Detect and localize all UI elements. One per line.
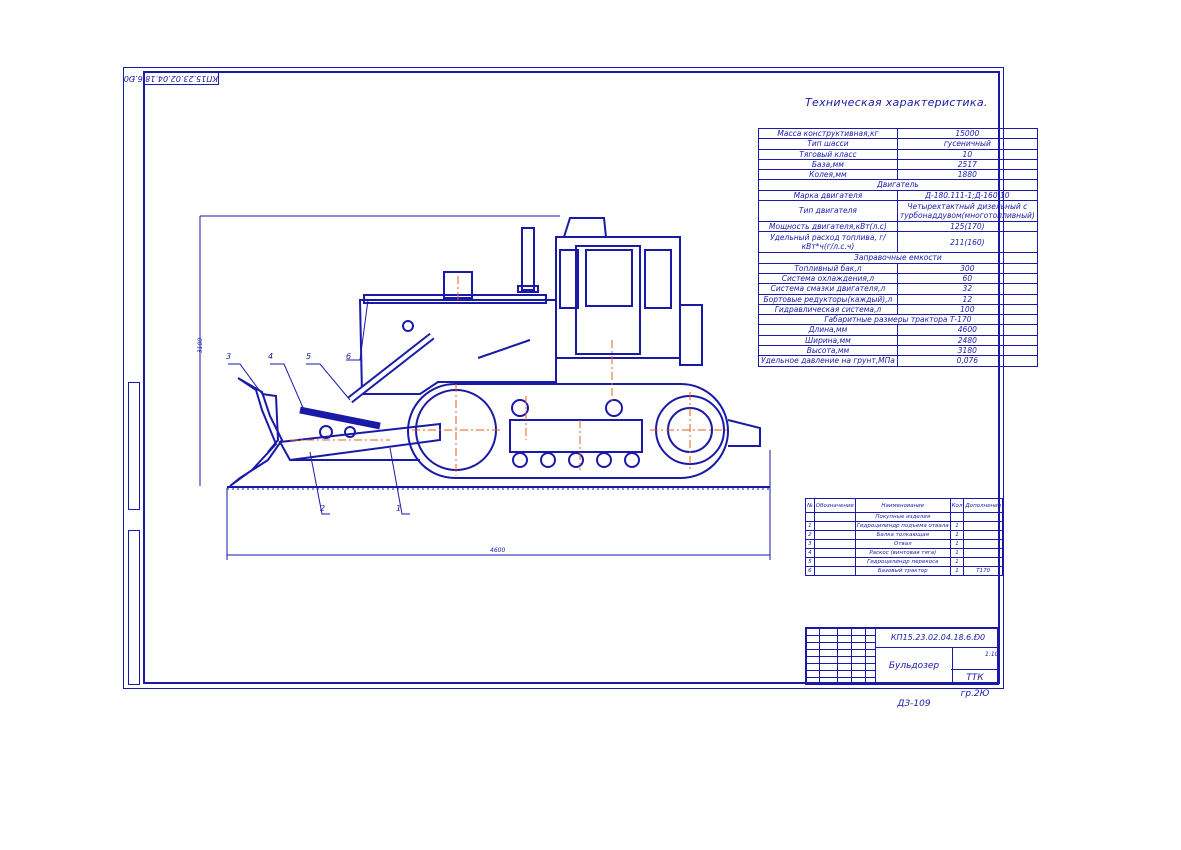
sheet-border (123, 67, 1004, 689)
callout-5: 5 (306, 352, 312, 361)
parts-header: № Обозначение Наименование Кол Дополнени… (805, 498, 1004, 513)
spec-row: Мощность двигателя,кВт(л.с)125(170) (758, 221, 1038, 233)
title-block-scale: 1:10 (985, 651, 999, 658)
callout-1: 1 (396, 504, 402, 513)
callout-3: 3 (226, 352, 232, 361)
drawing-frame (143, 71, 1000, 684)
callout-2: 2 (320, 504, 326, 513)
spec-title: Техническая характеристика. (805, 96, 988, 109)
spec-row: Удельный расход топлива, г/кВт*ч(г/л.с.ч… (758, 231, 1038, 254)
parts-table: № Обозначение Наименование Кол Дополнени… (805, 498, 1004, 576)
title-block-doc-code: КП15.23.02.04.18.6.Ð0 (875, 629, 1000, 648)
title-block-name: Бульдозер ДЗ-109 (875, 647, 953, 709)
dimension-height: 3180 (197, 337, 205, 354)
spec-section: Габаритные размеры трактора Т-170 (758, 314, 1038, 326)
spec-section: Заправочные емкости (758, 252, 1038, 264)
callout-4: 4 (268, 352, 274, 361)
parts-group: Покупные изделия (805, 512, 1004, 522)
callout-6: 6 (346, 352, 352, 361)
title-block: КП15.23.02.04.18.6.Ð0 Бульдозер ДЗ-109 1… (805, 627, 1000, 709)
title-block-grid (807, 629, 875, 685)
left-strip-lower (128, 530, 140, 685)
spec-section: Двигатель (758, 179, 1038, 191)
dimension-length: 4600 (490, 547, 506, 554)
title-block-org: ТТК гр.2Ю (951, 669, 999, 699)
left-strip-upper (128, 382, 140, 510)
